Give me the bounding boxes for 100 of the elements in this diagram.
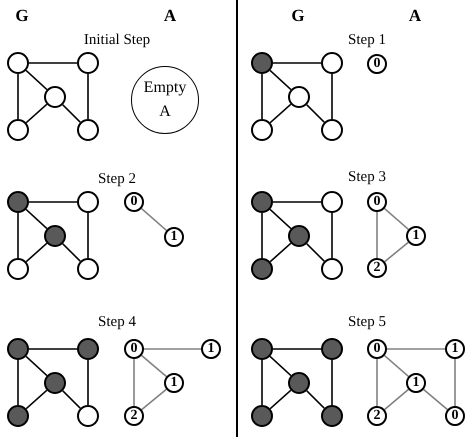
edge-line [376, 212, 378, 258]
edge-line [87, 74, 89, 119]
edge-line [270, 356, 292, 376]
edge-line [29, 201, 77, 203]
edge-line [454, 359, 456, 406]
visited-vertex [7, 405, 29, 427]
edge-line [26, 242, 48, 262]
edge-line [384, 208, 409, 230]
numbered-node: 0 [367, 339, 387, 359]
vertex [77, 258, 99, 280]
step-title: Step 1 [348, 32, 386, 49]
edge-line [26, 70, 48, 90]
vertex [77, 405, 99, 427]
visited-vertex [288, 225, 310, 247]
edge-line [29, 62, 77, 64]
edge-line [144, 348, 201, 350]
edge-line [384, 242, 409, 262]
edge-line [270, 242, 292, 262]
numbered-node: 1 [164, 227, 184, 247]
edge-line [306, 243, 325, 262]
edge-line [306, 390, 325, 409]
numbered-node: 1 [406, 226, 426, 246]
step-title: Step 5 [348, 314, 386, 331]
vertex [44, 86, 66, 108]
edge-line [17, 360, 19, 405]
edge-line [387, 348, 445, 350]
edge-line [62, 390, 81, 409]
edge-line [270, 390, 292, 410]
numbered-node: 1 [164, 373, 184, 393]
column-header: G [291, 6, 305, 26]
edge-line [141, 354, 167, 378]
visited-vertex [77, 338, 99, 360]
numbered-node: 0 [124, 192, 144, 212]
numbered-node: 1 [201, 339, 221, 359]
vertex [321, 52, 343, 74]
vertex [251, 119, 273, 141]
numbered-node: 0 [124, 339, 144, 359]
visited-vertex [288, 372, 310, 394]
vertex [7, 258, 29, 280]
edge-line [273, 348, 321, 350]
edge-line [273, 62, 321, 64]
vertex [7, 52, 29, 74]
edge-line [331, 213, 333, 258]
edge-line [62, 243, 81, 262]
edge-line [270, 104, 292, 124]
numbered-node: 2 [124, 406, 144, 426]
vertex [321, 119, 343, 141]
step-title: Step 2 [98, 171, 136, 188]
visited-vertex [251, 52, 273, 74]
visited-vertex [251, 191, 273, 213]
numbered-node: 2 [367, 406, 387, 426]
visited-vertex [251, 338, 273, 360]
edge-line [270, 208, 292, 230]
edge-line [384, 388, 409, 410]
visited-vertex [321, 405, 343, 427]
edge-line [133, 359, 135, 406]
numbered-node: 2 [367, 258, 387, 278]
vertex [77, 191, 99, 213]
edge-line [331, 360, 333, 405]
step-title: Step 3 [348, 169, 386, 186]
edge-line [261, 360, 263, 405]
edge-line [261, 74, 263, 119]
visited-vertex [7, 338, 29, 360]
edge-line [26, 390, 48, 410]
vertex [77, 119, 99, 141]
edge-line [17, 74, 19, 119]
column-header: A [164, 6, 176, 26]
edge-line [26, 208, 48, 230]
vertex [77, 52, 99, 74]
edge-line [87, 360, 89, 405]
edge-line [29, 348, 77, 350]
edge-line [141, 208, 167, 232]
edge-line [261, 213, 263, 258]
edge-line [62, 104, 81, 123]
edge-line [270, 70, 292, 90]
column-header: A [408, 6, 422, 26]
vertex [321, 191, 343, 213]
step-title: Initial Step [84, 32, 150, 49]
numbered-node: 1 [406, 373, 426, 393]
numbered-node: 0 [367, 54, 387, 74]
visited-vertex [251, 258, 273, 280]
edge-line [423, 388, 448, 410]
edge-line [376, 359, 378, 406]
edge-line [87, 213, 89, 258]
visited-vertex [7, 191, 29, 213]
numbered-node: 1 [445, 339, 465, 359]
vertex [321, 258, 343, 280]
edge-line [384, 354, 409, 378]
edge-line [26, 104, 48, 124]
step-title: Step 4 [98, 314, 136, 331]
vertex [288, 86, 310, 108]
vertex [7, 119, 29, 141]
column-header: G [15, 6, 29, 26]
numbered-node: 0 [445, 406, 465, 426]
edge-line [306, 104, 325, 123]
edge-line [141, 388, 167, 410]
numbered-node: 0 [367, 192, 387, 212]
visited-vertex [44, 225, 66, 247]
edge-line [273, 201, 321, 203]
visited-vertex [321, 338, 343, 360]
